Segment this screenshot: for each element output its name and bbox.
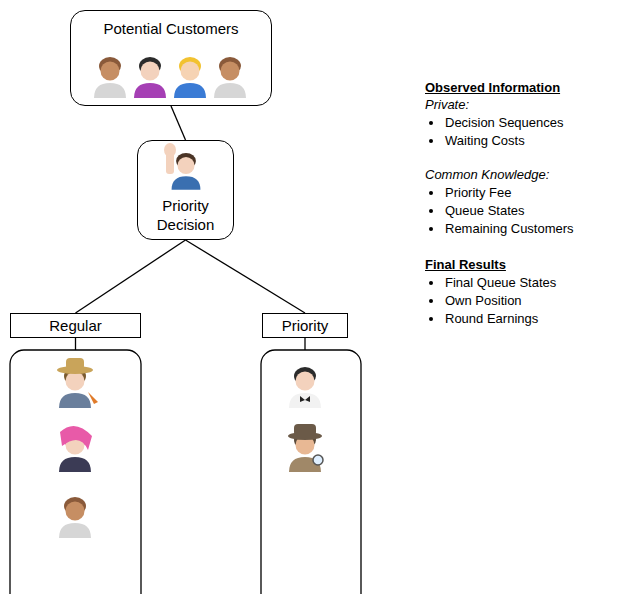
detective-figure [288,424,323,472]
section-heading: Observed Information [425,80,560,96]
node-text: Priority Decision [146,196,226,234]
decision-box: Priority Decision [137,140,234,240]
list-item: Own Position [445,293,522,309]
connector-line [171,106,186,140]
node-text: Potential Customers [103,19,238,38]
bullet-dot [429,121,433,125]
customer-figure [134,57,166,98]
priority-queue-box [261,350,361,594]
subsection-heading: Private: [425,97,469,113]
connector-line [76,240,186,313]
list-item: Priority Fee [445,185,511,201]
bullet-dot [429,317,433,321]
customer-figure [174,57,206,98]
list-item: Final Queue States [445,275,556,291]
list-item: Remaining Customers [445,221,574,237]
customer-figure [59,497,91,538]
tuxedo-figure [289,367,321,408]
bullet-dot [429,299,433,303]
subsection-heading: Common Knowledge: [425,167,549,183]
farmer-figure [57,358,98,408]
bullet-dot [429,209,433,213]
bullet-dot [429,227,433,231]
customer-figure [94,57,126,98]
regular-queue-box [10,350,141,594]
customer-figure [214,57,246,98]
bullet-dot [429,139,433,143]
hand-raise-figure [164,143,200,190]
connector-line [186,240,306,313]
section-heading: Final Results [425,257,506,273]
list-item: Decision Sequences [445,115,564,131]
queue-link [75,338,76,350]
list-item: Round Earnings [445,311,538,327]
queue-label-box: Priority [262,313,348,338]
customers-box: Potential Customers [70,10,272,106]
bullet-dot [429,191,433,195]
punk-figure [59,426,92,472]
queue-link [304,338,305,350]
queue-label-box: Regular [10,313,141,338]
bullet-dot [429,281,433,285]
list-item: Waiting Costs [445,133,525,149]
node-text: Priority [282,316,329,335]
list-item: Queue States [445,203,525,219]
node-text: Regular [49,316,102,335]
